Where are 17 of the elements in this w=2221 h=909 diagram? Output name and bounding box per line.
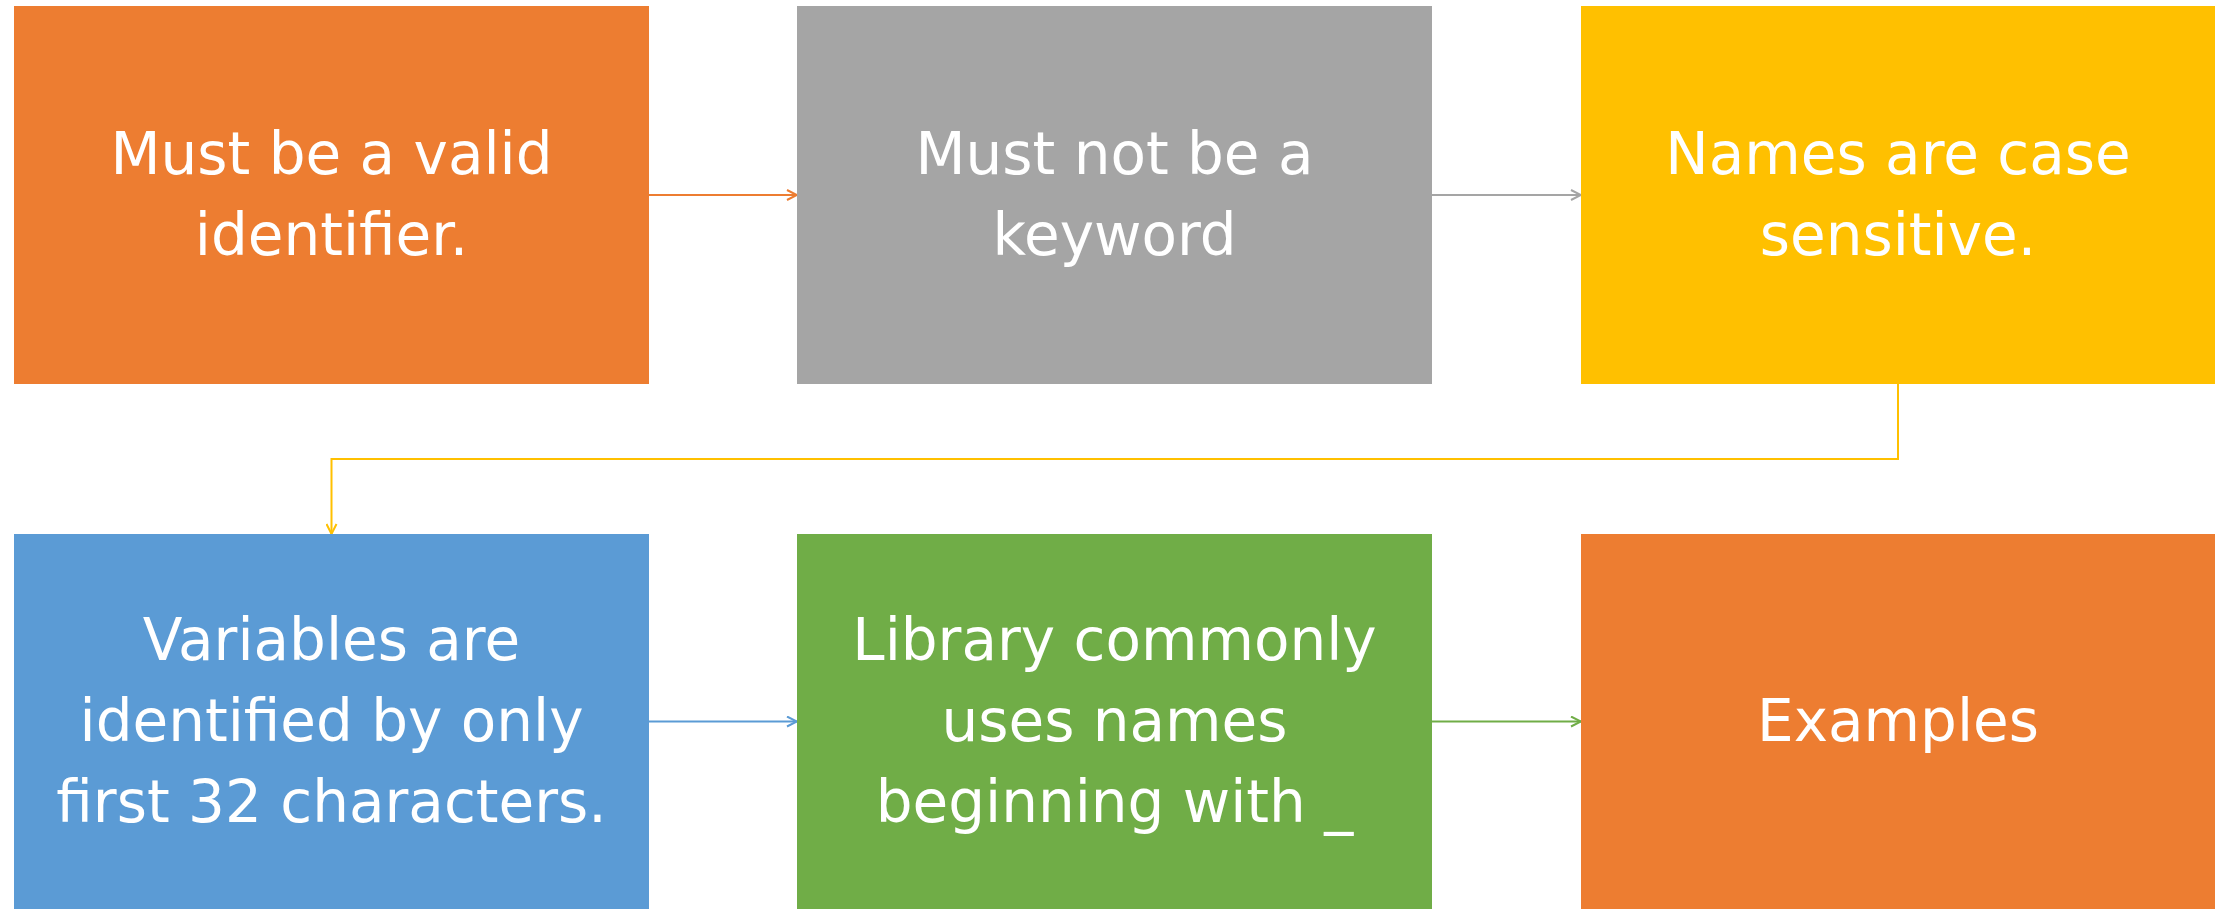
process-box <box>14 6 649 384</box>
arrow <box>648 715 798 728</box>
arrow <box>325 383 1899 535</box>
process-box <box>797 534 1432 909</box>
arrow <box>1431 715 1582 728</box>
process-box <box>14 534 649 909</box>
box-text: Must not be a keyword <box>914 119 1315 271</box>
process-box <box>797 6 1432 384</box>
box-text: Variables are identified by only first 32 characters. <box>55 605 608 838</box>
arrow <box>1431 189 1582 201</box>
process-box <box>1581 6 2215 384</box>
box-text: Names are case sensitive. <box>1664 119 2132 271</box>
box-text: Must be a valid identifier. <box>109 119 554 271</box>
arrow <box>648 189 798 201</box>
process-box <box>1581 534 2215 909</box>
box-text: Examples <box>1757 686 2039 757</box>
box-text: Library commonly uses names beginning with _ <box>851 605 1378 838</box>
